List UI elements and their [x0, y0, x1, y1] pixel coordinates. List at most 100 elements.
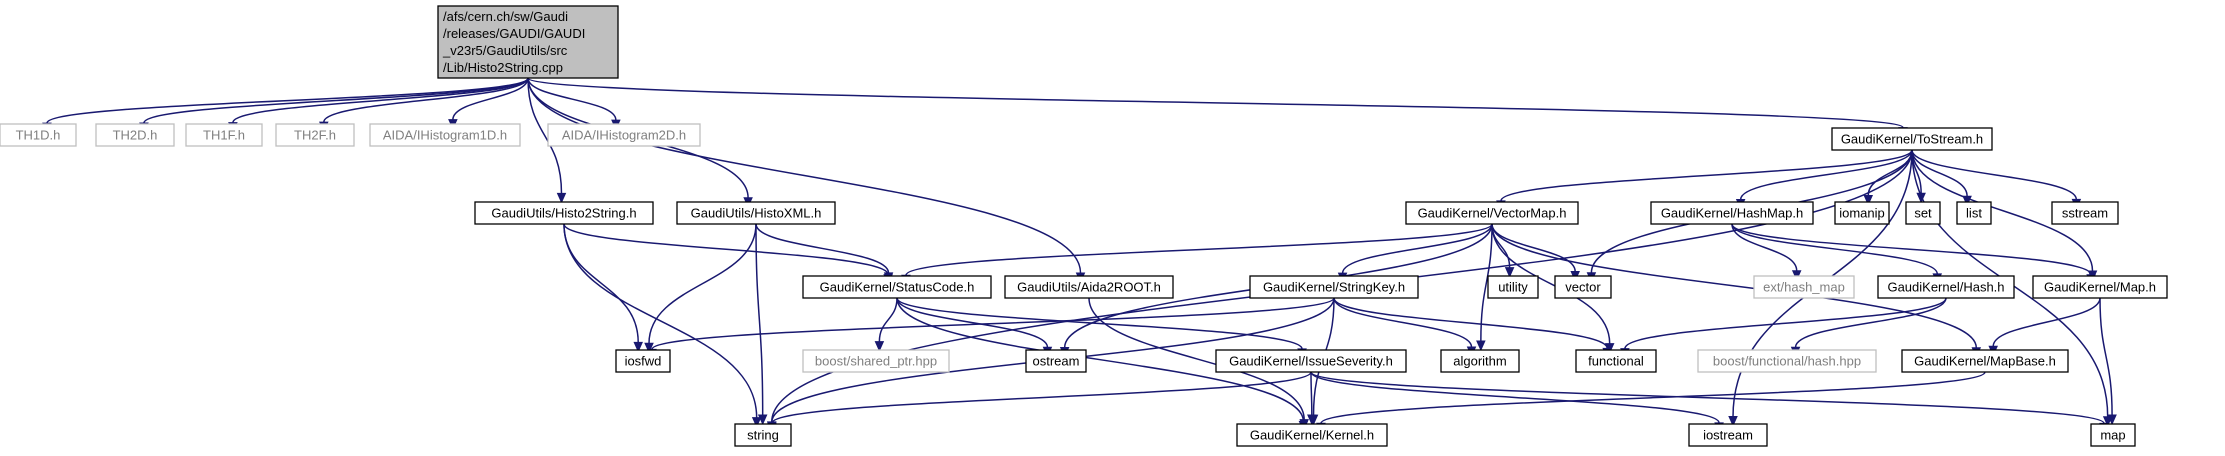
- node-list[interactable]: list: [1956, 201, 1992, 225]
- node-statuscode[interactable]: GaudiKernel/StatusCode.h: [802, 275, 992, 299]
- node-label: ext/hash_map: [1763, 280, 1845, 295]
- node-root[interactable]: /afs/cern.ch/sw/Gaudi/releases/GAUDI/GAU…: [437, 5, 619, 79]
- node-iosfwd[interactable]: iosfwd: [615, 349, 671, 373]
- node-label: AIDA/IHistogram1D.h: [383, 128, 507, 143]
- node-label: boost/functional/hash.hpp: [1713, 354, 1861, 369]
- node-shared-ptr[interactable]: boost/shared_ptr.hpp: [802, 349, 950, 373]
- node-histoxml[interactable]: GaudiUtils/HistoXML.h: [676, 201, 836, 225]
- edge-mapbase-to-kernel: [1316, 371, 1986, 434]
- node-label: GaudiKernel/IssueSeverity.h: [1229, 354, 1393, 369]
- edge-tostream-to-sstream: [1911, 149, 2082, 210]
- edge-stringkey-to-algorithm: [1333, 297, 1477, 358]
- edge-stringkey-to-iosfwd: [647, 297, 1335, 360]
- node-hash[interactable]: GaudiKernel/Hash.h: [1877, 275, 2015, 299]
- node-functional[interactable]: functional: [1575, 349, 1657, 373]
- edge-issueseverity-to-string: [767, 371, 1312, 434]
- node-label: boost/shared_ptr.hpp: [815, 354, 937, 369]
- node-label: sstream: [2062, 206, 2108, 221]
- edge-hash-to-boost_hash: [1790, 297, 1947, 358]
- node-label: TH1F.h: [203, 128, 245, 143]
- node-label: TH1D.h: [16, 128, 61, 143]
- node-th2d[interactable]: TH2D.h: [95, 123, 175, 147]
- node-label: GaudiKernel/VectorMap.h: [1418, 206, 1567, 221]
- node-mapbase[interactable]: GaudiKernel/MapBase.h: [1901, 349, 2069, 373]
- node-label: GaudiKernel/ToStream.h: [1841, 132, 1983, 147]
- edge-root-to-histo2string: [527, 77, 567, 204]
- edge-map_h-to-mapbase: [1988, 297, 2101, 357]
- edge-hashmap-to-ext_hash_map: [1731, 223, 1802, 281]
- node-label: GaudiKernel/Map.h: [2044, 280, 2156, 295]
- node-aida2root[interactable]: GaudiUtils/Aida2ROOT.h: [1004, 275, 1174, 299]
- node-label: TH2F.h: [294, 128, 336, 143]
- node-iomanip[interactable]: iomanip: [1834, 201, 1890, 225]
- node-map[interactable]: map: [2090, 423, 2136, 447]
- node-label: GaudiUtils/HistoXML.h: [691, 206, 822, 221]
- node-label: ostream: [1033, 354, 1080, 369]
- edge-hashmap-to-hash: [1731, 223, 1943, 285]
- node-label: map: [2100, 428, 2125, 443]
- node-th2f[interactable]: TH2F.h: [275, 123, 355, 147]
- node-stringkey[interactable]: GaudiKernel/StringKey.h: [1249, 275, 1419, 299]
- node-ihisto2d[interactable]: AIDA/IHistogram2D.h: [547, 123, 701, 147]
- node-map-h[interactable]: GaudiKernel/Map.h: [2032, 275, 2168, 299]
- node-ihisto1d[interactable]: AIDA/IHistogram1D.h: [369, 123, 521, 147]
- edge-root-to-th2f: [319, 77, 529, 133]
- nodes-layer: /afs/cern.ch/sw/Gaudi/releases/GAUDI/GAU…: [0, 5, 2168, 447]
- edge-map_h-to-map: [2099, 297, 2117, 426]
- edge-root-to-tostream: [527, 77, 1908, 138]
- node-label: utility: [1498, 280, 1528, 295]
- node-label: GaudiKernel/StatusCode.h: [820, 280, 975, 295]
- node-label: functional: [1588, 354, 1644, 369]
- node-label: GaudiKernel/HashMap.h: [1661, 206, 1803, 221]
- edge-histoxml-to-iosfwd: [644, 223, 757, 354]
- node-label: GaudiUtils/Histo2String.h: [491, 206, 636, 221]
- node-label: GaudiKernel/StringKey.h: [1263, 280, 1405, 295]
- node-kernel[interactable]: GaudiKernel/Kernel.h: [1236, 423, 1388, 447]
- node-utility[interactable]: utility: [1487, 275, 1539, 299]
- node-label: GaudiKernel/Kernel.h: [1250, 428, 1374, 443]
- edge-histo2string-to-string: [563, 223, 762, 428]
- node-label: AIDA/IHistogram2D.h: [562, 128, 686, 143]
- node-issueseverity[interactable]: GaudiKernel/IssueSeverity.h: [1215, 349, 1407, 373]
- node-label: GaudiKernel/Hash.h: [1887, 280, 2004, 295]
- edge-statuscode-to-shared_ptr: [874, 297, 898, 352]
- node-string[interactable]: string: [734, 423, 792, 447]
- edge-issueseverity-to-kernel: [1307, 371, 1317, 426]
- edge-hash-to-functional: [1620, 297, 1947, 359]
- node-hashmap[interactable]: GaudiKernel/HashMap.h: [1650, 201, 1814, 225]
- edge-histo2string-to-statuscode: [563, 223, 893, 285]
- node-label: list: [1966, 206, 1982, 221]
- node-th1d[interactable]: TH1D.h: [0, 123, 77, 147]
- edge-tostream-to-hashmap: [1735, 149, 1913, 210]
- node-label: set: [1914, 206, 1932, 221]
- node-label: vector: [1565, 280, 1601, 295]
- node-th1f[interactable]: TH1F.h: [185, 123, 263, 147]
- node-set[interactable]: set: [1905, 201, 1941, 225]
- node-ext-hash-map[interactable]: ext/hash_map: [1753, 275, 1855, 299]
- node-sstream[interactable]: sstream: [2051, 201, 2119, 225]
- node-label: iosfwd: [625, 354, 662, 369]
- node-vector[interactable]: vector: [1554, 275, 1612, 299]
- node-boost-hash[interactable]: boost/functional/hash.hpp: [1697, 349, 1877, 373]
- node-label: GaudiUtils/Aida2ROOT.h: [1017, 280, 1161, 295]
- node-label: string: [747, 428, 779, 443]
- edge-histoxml-to-string: [755, 223, 768, 426]
- node-label-line: /Lib/Histo2String.cpp: [443, 60, 563, 75]
- node-ostream[interactable]: ostream: [1025, 349, 1087, 373]
- node-label: GaudiKernel/MapBase.h: [1914, 354, 2056, 369]
- edge-issueseverity-to-iostream: [1310, 371, 1724, 434]
- node-label: TH2D.h: [113, 128, 158, 143]
- node-vectormap[interactable]: GaudiKernel/VectorMap.h: [1405, 201, 1579, 225]
- node-algorithm[interactable]: algorithm: [1440, 349, 1520, 373]
- node-tostream[interactable]: GaudiKernel/ToStream.h: [1831, 127, 1993, 151]
- node-label: iomanip: [1839, 206, 1885, 221]
- edge-vectormap-to-statuscode: [901, 223, 1493, 286]
- edge-statuscode-to-issueseverity: [896, 297, 1307, 360]
- node-label: iostream: [1703, 428, 1753, 443]
- node-iostream[interactable]: iostream: [1688, 423, 1768, 447]
- node-label-line: _v23r5/GaudiUtils/src: [442, 43, 568, 58]
- node-label-line: /releases/GAUDI/GAUDI: [443, 26, 585, 41]
- node-histo2string[interactable]: GaudiUtils/Histo2String.h: [474, 201, 654, 225]
- edge-hashmap-to-map_h: [1731, 223, 2096, 285]
